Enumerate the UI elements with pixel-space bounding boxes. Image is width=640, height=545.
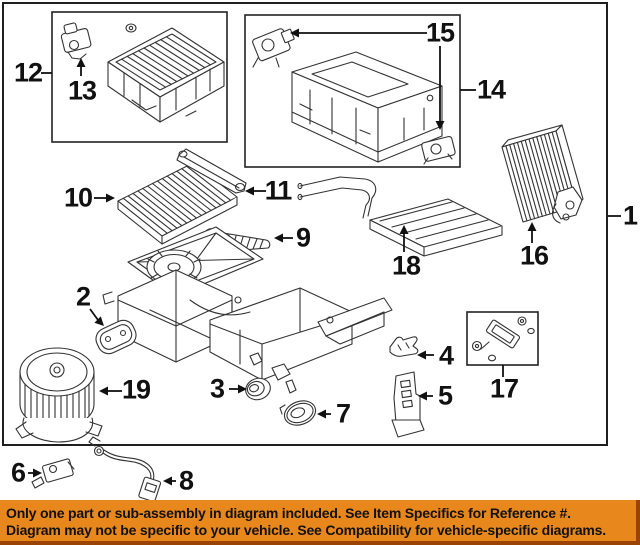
callout-16: 16 [519, 240, 549, 271]
callout-7: 7 [335, 398, 351, 429]
callout-6: 6 [10, 457, 26, 488]
part-6-sensor [31, 458, 75, 489]
callout-5: 5 [437, 380, 453, 411]
banner-line-2: Diagram may not be specific to your vehi… [6, 522, 606, 538]
callout-14: 14 [476, 74, 506, 105]
callout-17: 17 [489, 373, 519, 404]
callout-4: 4 [438, 340, 454, 371]
callout-15: 15 [425, 17, 455, 48]
part-8-wire-harness [88, 436, 162, 503]
part-15-actuator-upper [252, 28, 295, 68]
callout-18: 18 [391, 250, 421, 281]
group-box-12 [51, 11, 228, 143]
part-13-mode-actuator [60, 22, 92, 60]
compliance-banner: Only one part or sub-assembly in diagram… [0, 500, 640, 545]
part-12-heater-case [107, 23, 225, 123]
callout-11: 11 [264, 175, 293, 206]
part-5-side-bracket [391, 371, 425, 438]
banner-line-1: Only one part or sub-assembly in diagram… [6, 505, 571, 521]
part-7-oval-grommet [279, 400, 317, 426]
part-10-cabin-air-filter [117, 162, 238, 245]
leader-lines [28, 28, 621, 486]
callout-3: 3 [209, 373, 225, 404]
diagram-border [2, 2, 608, 446]
part-14-evaporator-case [291, 51, 443, 163]
part-2-blower-resistor [95, 319, 137, 355]
part-17-valve-kit [471, 316, 535, 362]
main-hvac-case [102, 226, 393, 394]
part-11-filter-cover-rod [176, 148, 247, 194]
group-box-14 [244, 14, 461, 168]
part-15-actuator-lower [421, 135, 456, 165]
callout-1: 1 [622, 200, 638, 231]
part-18-heater-core [297, 176, 503, 257]
part-19-blower-motor [15, 347, 103, 443]
callout-12: 12 [13, 57, 43, 88]
callout-10: 10 [63, 182, 93, 213]
part-16-evaporator-core [501, 124, 584, 224]
part-3-grommet-cap [245, 377, 271, 401]
callout-2: 2 [75, 281, 91, 312]
callout-13: 13 [67, 75, 97, 106]
callout-8: 8 [178, 465, 194, 496]
part-4-clip-bracket [389, 336, 419, 357]
callout-19: 19 [121, 374, 151, 405]
callout-9: 9 [295, 222, 311, 253]
